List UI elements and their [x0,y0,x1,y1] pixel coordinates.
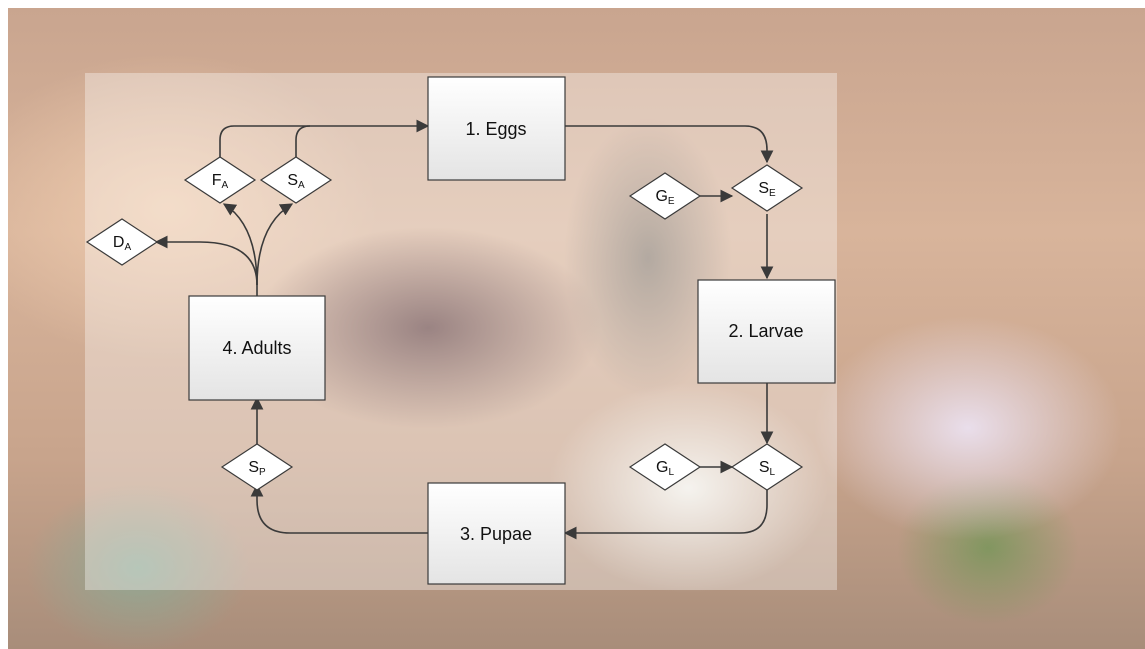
decision-gl-main: G [656,459,668,476]
node-eggs-label: 1. Eggs [465,119,526,139]
decision-da-sub: A [124,242,131,253]
decision-fa-sub: A [222,180,229,191]
decision-sp: SP [222,444,292,490]
node-pupae-label: 3. Pupae [460,524,532,544]
edge-fa-to-eggs [220,126,428,157]
node-pupae: 3. Pupae [428,483,565,584]
decision-sl: SL [732,444,802,490]
decision-sl-sub: L [770,467,776,478]
decision-gl: GL [630,444,700,490]
decision-sa-main: S [287,172,298,189]
decision-fa-main: F [212,172,222,189]
node-eggs: 1. Eggs [428,77,565,180]
node-adults-label: 4. Adults [222,338,291,358]
decision-ge: GE [630,173,700,219]
edge-adults-to-sa [257,204,292,285]
decision-sa-sub: A [298,180,305,191]
decision-da-main: D [113,234,125,251]
node-adults: 4. Adults [189,296,325,400]
edge-sa-to-eggs [296,126,310,157]
decision-se-main: S [758,180,769,197]
decision-se-sub: E [769,188,776,199]
edge-adults-to-fa [224,204,257,296]
edge-sl-to-pupae [565,484,767,533]
edge-eggs-to-se [565,126,767,162]
decision-sa: SA [261,157,331,203]
decision-da: DA [87,219,157,265]
decision-ge-main: G [655,188,667,205]
edge-adults-to-da [156,242,257,285]
decision-fa: FA [185,157,255,203]
decision-ge-sub: E [668,196,675,207]
edge-pupae-to-sp [257,485,428,533]
decision-sp-main: S [248,459,259,476]
node-larvae: 2. Larvae [698,280,835,383]
decision-se: SE [732,165,802,211]
decision-sp-sub: P [259,467,266,478]
decision-sl-main: S [759,459,770,476]
node-larvae-label: 2. Larvae [728,321,803,341]
decision-gl-sub: L [668,467,674,478]
